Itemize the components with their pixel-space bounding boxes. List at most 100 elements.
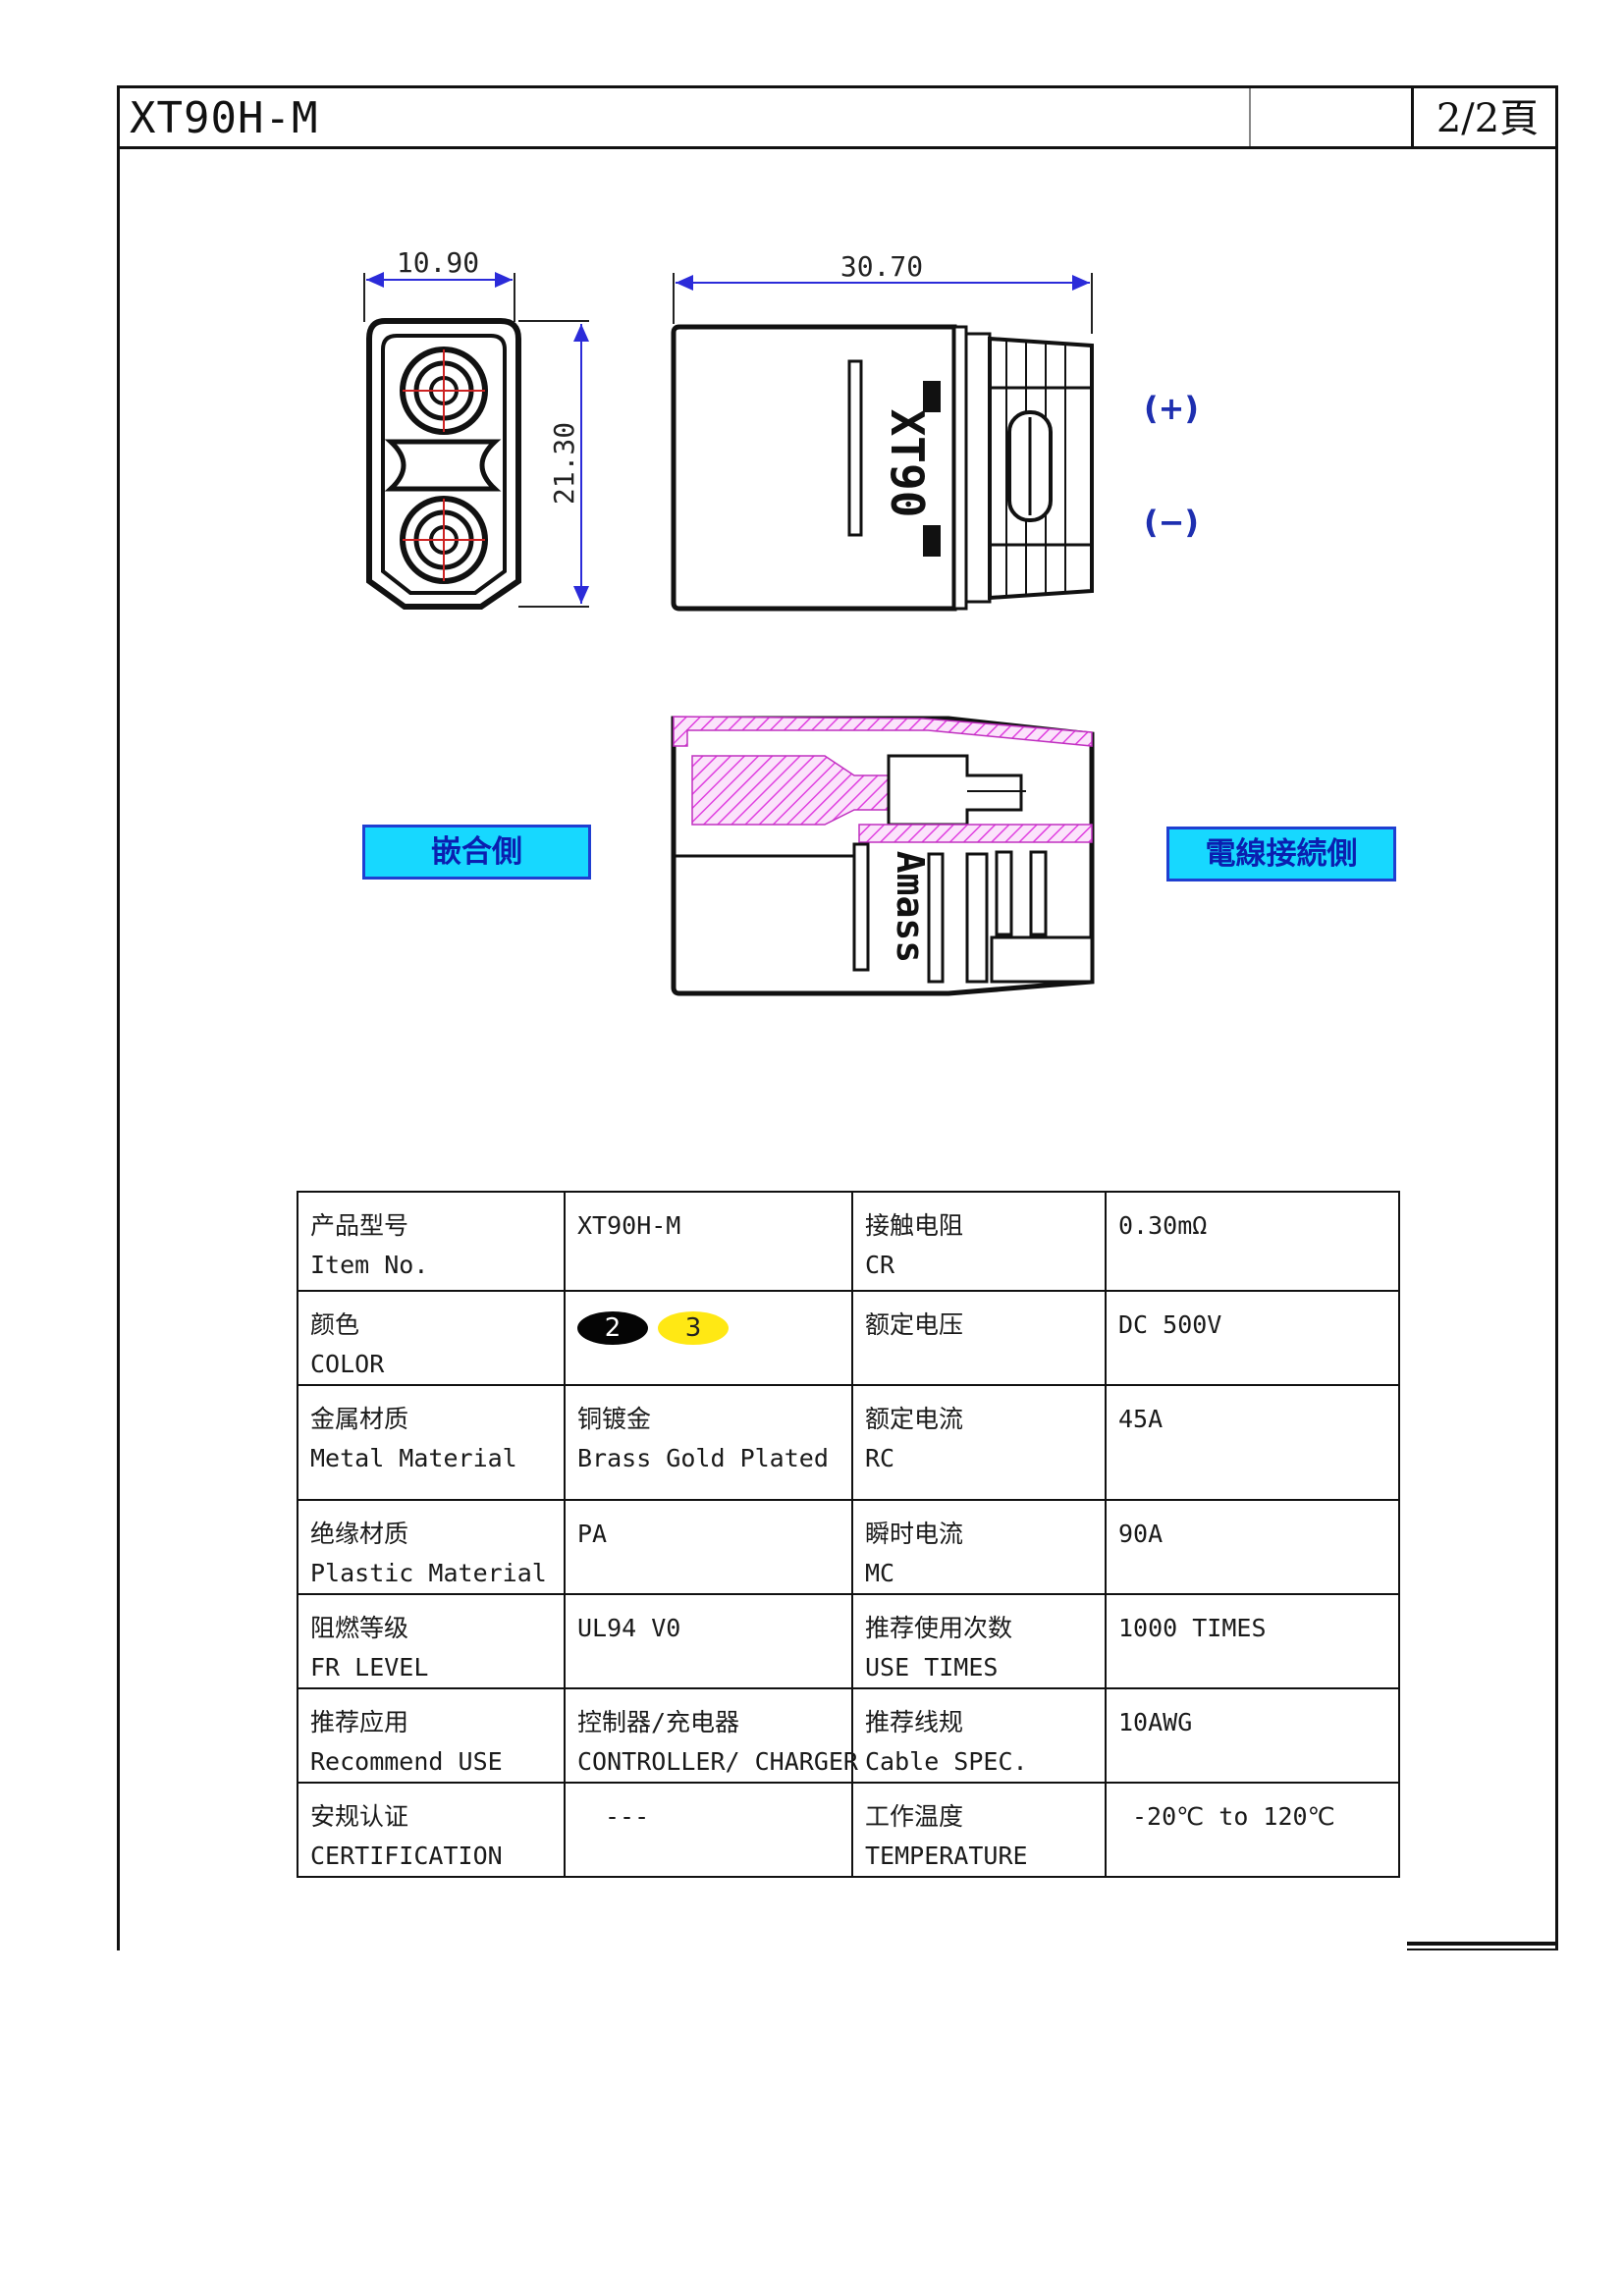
title-block-blank-cell: [1249, 88, 1413, 146]
section-mark: Amass: [889, 851, 932, 963]
spec-text: TEMPERATURE: [865, 1842, 1028, 1870]
spec-text: Cable SPEC.: [865, 1747, 1028, 1776]
spec-row: 安规认证 CERTIFICATION --- 工作温度 TEMPERATURE -20℃ …: [297, 1782, 1400, 1878]
spec-text: Metal Material: [310, 1444, 517, 1472]
spec-text: 0.30mΩ: [1118, 1211, 1208, 1240]
title-block: XT90H-M 2/2頁: [120, 88, 1555, 149]
spec-text: 推荐线规: [865, 1708, 964, 1736]
spec-text: 瞬时电流: [865, 1520, 964, 1548]
spec-cell: 1000 TIMES: [1105, 1593, 1400, 1689]
spec-text: 绝缘材质: [310, 1520, 409, 1548]
spec-text: 工作温度: [865, 1802, 964, 1831]
spec-text: 铜镀金: [577, 1405, 652, 1433]
spec-cell: DC 500V: [1105, 1290, 1400, 1386]
spec-cell: -20℃ to 120℃: [1105, 1782, 1400, 1878]
spec-cell: 0.30mΩ: [1105, 1191, 1400, 1292]
spec-text: USE TIMES: [865, 1653, 999, 1682]
spec-cell: 额定电流 RC: [851, 1384, 1107, 1501]
spec-text: UL94 V0: [577, 1614, 681, 1642]
front-view: 10.90 21.30: [363, 246, 589, 610]
spec-cell: 10AWG: [1105, 1687, 1400, 1784]
spec-cell: 推荐应用 Recommend USE: [297, 1687, 566, 1784]
spec-text: XT90H-M: [577, 1211, 681, 1240]
spec-text: PA: [577, 1520, 608, 1548]
spec-text: Brass Gold Plated: [577, 1444, 829, 1472]
spec-text: CR: [865, 1251, 895, 1279]
spec-row: 阻燃等级 FR LEVEL UL94 V0 推荐使用次数 USE TIMES 1000 T…: [297, 1593, 1400, 1689]
spec-cell: 阻燃等级 FR LEVEL: [297, 1593, 566, 1689]
color-swatch: 2: [577, 1311, 648, 1345]
spec-cell: ---: [564, 1782, 853, 1878]
spec-text: 推荐应用: [310, 1708, 409, 1736]
spec-text: 45A: [1118, 1405, 1164, 1433]
spec-text: FR LEVEL: [310, 1653, 429, 1682]
spec-text: MC: [865, 1559, 895, 1587]
section-view: Amass: [671, 716, 1095, 996]
spec-text: CONTROLLER/ CHARGER: [577, 1747, 858, 1776]
dim-side-length: 30.70: [840, 250, 923, 283]
dim-front-width: 10.90: [397, 246, 479, 279]
spec-cell: 绝缘材质 Plastic Material: [297, 1499, 566, 1595]
spec-text: RC: [865, 1444, 895, 1472]
spec-text: 产品型号: [310, 1211, 409, 1240]
spec-text: Plastic Material: [310, 1559, 547, 1587]
spec-row: 产品型号 Item No. XT90H-M 接触电阻 CR 0.30mΩ: [297, 1191, 1400, 1292]
spec-row: 推荐应用 Recommend USE 控制器/充电器 CONTROLLER/ CHAR…: [297, 1687, 1400, 1784]
spec-text: 阻燃等级: [310, 1614, 409, 1642]
spec-text: 额定电压: [865, 1310, 964, 1339]
spec-cell: 工作温度 TEMPERATURE: [851, 1782, 1107, 1878]
spec-cell: 额定电压: [851, 1290, 1107, 1386]
spec-text: 90A: [1118, 1520, 1164, 1548]
spec-text: CERTIFICATION: [310, 1842, 503, 1870]
spec-cell: XT90H-M: [564, 1191, 853, 1292]
spec-text: 安规认证: [310, 1802, 409, 1831]
spec-text: 控制器/充电器: [577, 1708, 740, 1736]
spec-cell: 推荐使用次数 USE TIMES: [851, 1593, 1107, 1689]
technical-drawing: 10.90 21.30 30.70 XT90: [363, 246, 1199, 996]
spec-cell: 90A: [1105, 1499, 1400, 1595]
spec-cell: 控制器/充电器 CONTROLLER/ CHARGER: [564, 1687, 858, 1784]
spec-text: DC 500V: [1118, 1310, 1222, 1339]
spec-cell: PA: [564, 1499, 853, 1595]
spec-row: 绝缘材质 Plastic Material PA 瞬时电流 MC 90A: [297, 1499, 1400, 1595]
spec-cell: 铜镀金 Brass Gold Plated: [564, 1384, 853, 1501]
spec-cell: 安规认证 CERTIFICATION: [297, 1782, 566, 1878]
label-wire-side: 電線接続側: [1166, 827, 1396, 881]
spec-text: 10AWG: [1118, 1708, 1193, 1736]
polarity-negative: (−): [1144, 504, 1199, 541]
spec-text: ---: [605, 1802, 650, 1831]
bottom-rule: [1407, 1942, 1558, 1950]
document-frame: XT90H-M 2/2頁: [117, 85, 1558, 1950]
housing-mark: XT90: [881, 409, 934, 518]
spec-cell: 接触电阻 CR: [851, 1191, 1107, 1292]
document-title: XT90H-M: [130, 93, 319, 143]
spec-text: 接触电阻: [865, 1211, 964, 1240]
spec-cell: 45A: [1105, 1384, 1400, 1501]
polarity-positive: (+): [1144, 390, 1199, 427]
spec-cell: 产品型号 Item No.: [297, 1191, 566, 1292]
page-number: 2/2頁: [1411, 88, 1561, 146]
spec-text: Item No.: [310, 1251, 429, 1279]
spec-cell: 推荐线规 Cable SPEC.: [851, 1687, 1107, 1784]
spec-row: 金属材质 Metal Material 铜镀金 Brass Gold Plated 额定…: [297, 1384, 1400, 1501]
spec-text: 推荐使用次数: [865, 1614, 1013, 1642]
dim-front-height: 21.30: [548, 422, 580, 505]
spec-cell: 颜色 COLOR: [297, 1290, 566, 1386]
spec-text: -20℃ to 120℃: [1132, 1802, 1335, 1831]
spec-cell: 瞬时电流 MC: [851, 1499, 1107, 1595]
spec-text: 额定电流: [865, 1405, 964, 1433]
spec-text: 颜色: [310, 1310, 360, 1339]
spec-text: COLOR: [310, 1350, 385, 1378]
label-mating-side: 嵌合側: [362, 825, 591, 880]
spec-cell: UL94 V0: [564, 1593, 853, 1689]
spec-cell: 金属材质 Metal Material: [297, 1384, 566, 1501]
side-view: 30.70 XT90: [671, 250, 1094, 612]
spec-text: 金属材质: [310, 1405, 409, 1433]
spec-text: 1000 TIMES: [1118, 1614, 1267, 1642]
spec-text: Recommend USE: [310, 1747, 503, 1776]
color-swatch: 3: [658, 1311, 729, 1345]
